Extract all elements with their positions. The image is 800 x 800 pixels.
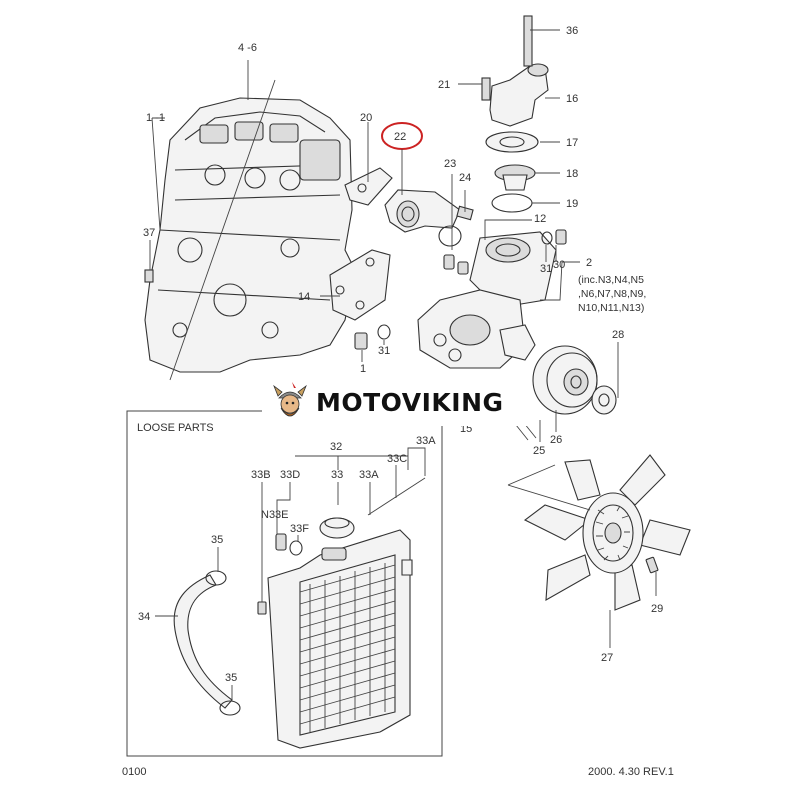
callout-33f: 33F xyxy=(290,523,309,535)
outlet-16 xyxy=(489,63,549,127)
radiator-cap xyxy=(319,517,355,539)
watermark-text: MOTOVIKING xyxy=(316,387,504,417)
callout-12: 12 xyxy=(534,213,546,225)
callout-2: 2 xyxy=(586,257,592,269)
callout-2-includes-line3: N10,N11,N13) xyxy=(578,302,644,314)
callout-33b: 33B xyxy=(251,469,271,481)
radiator-33 xyxy=(267,529,413,749)
callout-19: 19 xyxy=(566,198,578,210)
stud-30 xyxy=(555,229,567,245)
callout-26: 26 xyxy=(550,434,562,446)
callout-24: 24 xyxy=(459,172,471,184)
callout-20: 20 xyxy=(360,112,372,124)
callout-4-6: 4 -6 xyxy=(238,42,257,54)
callout-28: 28 xyxy=(612,329,624,341)
callout-30: 30 xyxy=(553,259,565,271)
callout-31-left: 31 xyxy=(378,345,390,357)
callout-14: 14 xyxy=(298,291,310,303)
loose-parts-title: LOOSE PARTS xyxy=(137,422,214,434)
callout-21: 21 xyxy=(438,79,450,91)
dowel-23 xyxy=(443,254,455,270)
callout-15: 15 xyxy=(460,423,472,435)
callout-1: 1 xyxy=(360,363,366,375)
drain-cock xyxy=(257,533,303,615)
callout-22: 22 xyxy=(394,131,406,143)
callout-34: 34 xyxy=(138,611,150,623)
callout-33a: 33A xyxy=(359,469,379,481)
callout-2-includes-line2: ,N6,N7,N8,N9, xyxy=(578,288,646,300)
pulley-26 xyxy=(532,345,598,415)
footer-page-code: 0100 xyxy=(122,766,147,778)
thermostat-18 xyxy=(494,164,536,191)
callout-35-bottom: 35 xyxy=(225,672,237,684)
callout-18: 18 xyxy=(566,168,578,180)
water-pump-2 xyxy=(417,231,557,369)
pipe-22 xyxy=(384,189,474,233)
leader-lines xyxy=(149,29,657,700)
plate-14 xyxy=(329,249,391,321)
callout-33a-top: 33A xyxy=(416,435,436,447)
hose-34 xyxy=(173,570,241,716)
bolt-36 xyxy=(523,15,533,67)
callout-29: 29 xyxy=(651,603,663,615)
callout-2-includes-line1: (inc.N3,N4,N5 xyxy=(578,274,644,286)
bolt-21 xyxy=(481,77,491,101)
fan-27 xyxy=(523,454,691,611)
callout-37: 37 xyxy=(143,227,155,239)
watermark-band: MOTOVIKING xyxy=(262,378,530,426)
washer-31 xyxy=(541,231,553,245)
o-ring-19 xyxy=(491,193,533,213)
callout-32: 32 xyxy=(330,441,342,453)
gasket-17 xyxy=(485,131,539,153)
callout-n33e: N33E xyxy=(261,509,289,521)
callout-1-1: 1 -1 xyxy=(146,112,165,124)
labels: 1 -1 4 -6 36 21 16 20 22 17 23 18 24 19 … xyxy=(137,25,663,684)
callout-25: 25 xyxy=(533,445,545,457)
sensor-1 xyxy=(354,324,391,350)
callout-16: 16 xyxy=(566,93,578,105)
callout-23: 23 xyxy=(444,158,456,170)
engine-block xyxy=(144,79,356,381)
bolt-29 xyxy=(645,556,659,574)
callout-17: 17 xyxy=(566,137,578,149)
callout-33c: 33C xyxy=(387,453,407,465)
drain-rod xyxy=(367,477,426,516)
callout-27: 27 xyxy=(601,652,613,664)
gasket-20 xyxy=(344,167,393,206)
viking-logo-icon xyxy=(273,382,307,417)
spacer-28 xyxy=(591,385,617,415)
callout-33d: 33D xyxy=(280,469,300,481)
footer-revision: 2000. 4.30 REV.1 xyxy=(588,766,674,778)
callout-35-top: 35 xyxy=(211,534,223,546)
callout-31-right: 31 xyxy=(540,263,552,275)
o-ring xyxy=(438,225,462,247)
collar xyxy=(457,261,469,275)
callout-33: 33 xyxy=(331,469,343,481)
callout-36: 36 xyxy=(566,25,578,37)
